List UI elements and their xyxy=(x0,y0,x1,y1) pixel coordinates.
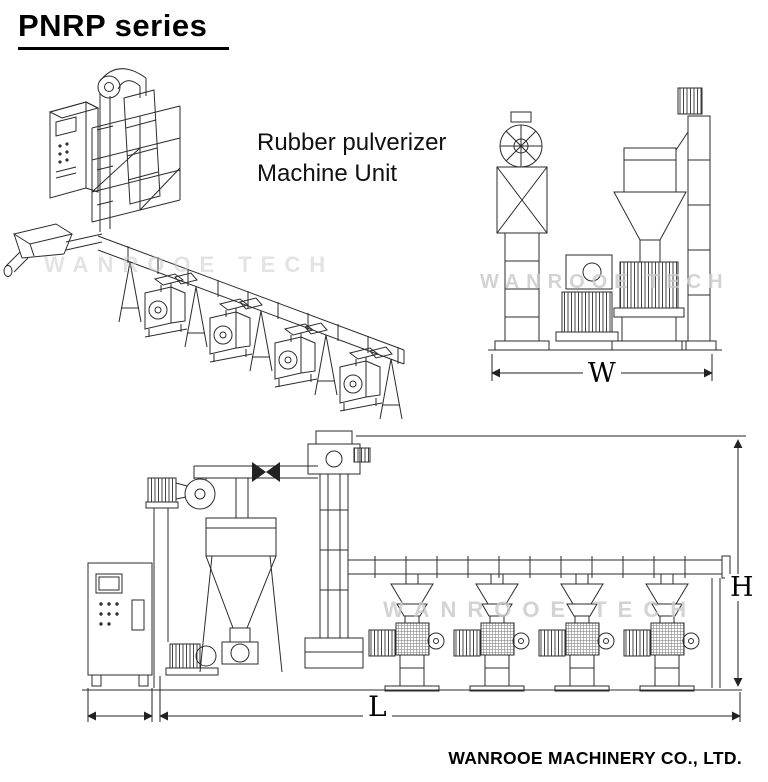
caption-line-2: Machine Unit xyxy=(257,160,398,188)
duct-work xyxy=(193,462,318,518)
control-cabinet xyxy=(87,562,153,687)
pulverizer-unit-3 xyxy=(538,573,615,692)
iso-pulverizer-unit-1 xyxy=(144,272,198,338)
feed-hopper-tower xyxy=(611,147,687,351)
watermark-isometric: WANROOE TECH xyxy=(44,252,335,277)
iso-duct xyxy=(123,89,161,205)
overhead-conveyor xyxy=(348,555,731,688)
caption-line-1: Rubber pulverizer xyxy=(257,129,447,156)
iso-screw-conveyor xyxy=(97,235,405,365)
cyclone-separator xyxy=(199,517,283,673)
pulverizer-unit-4 xyxy=(623,573,700,692)
pulverizer-unit-1 xyxy=(368,573,445,692)
fan-stand xyxy=(496,166,548,234)
isometric-view xyxy=(3,68,405,420)
watermark-side-view: WANROOE TECH xyxy=(480,271,730,293)
side-view xyxy=(488,87,722,381)
dimension-label-height: H xyxy=(725,574,759,601)
pulverizer-unit-2 xyxy=(453,573,530,692)
center-drive-motor xyxy=(555,254,619,342)
iso-pipe-assembly xyxy=(96,68,147,232)
blower-unit xyxy=(145,477,216,688)
blower-fan xyxy=(499,111,543,168)
machine-caption: Rubber pulverizer Machine Unit xyxy=(257,127,446,189)
discharge-pump xyxy=(165,643,219,676)
iso-feed-hopper xyxy=(3,223,103,277)
dimension-label-length: L xyxy=(363,693,392,721)
front-view xyxy=(82,430,746,722)
iso-frame-tower xyxy=(91,105,181,223)
dimension-cabinet-lines xyxy=(87,688,153,722)
company-name: WANROOE MACHINERY CO., LTD. xyxy=(448,748,742,768)
bucket-elevator xyxy=(304,430,371,669)
series-title: PNRP series xyxy=(18,8,230,50)
dimension-h-lines xyxy=(356,435,746,687)
iso-control-cabinet xyxy=(48,101,100,199)
iso-conveyor-supports xyxy=(118,261,403,420)
dimension-l-lines xyxy=(159,676,741,722)
elevator-column-side xyxy=(675,87,717,351)
dimension-label-width: W xyxy=(583,360,621,387)
iso-pulverizer-unit-2 xyxy=(209,297,263,363)
watermark-front-view: WANROOE TECH xyxy=(383,597,698,622)
